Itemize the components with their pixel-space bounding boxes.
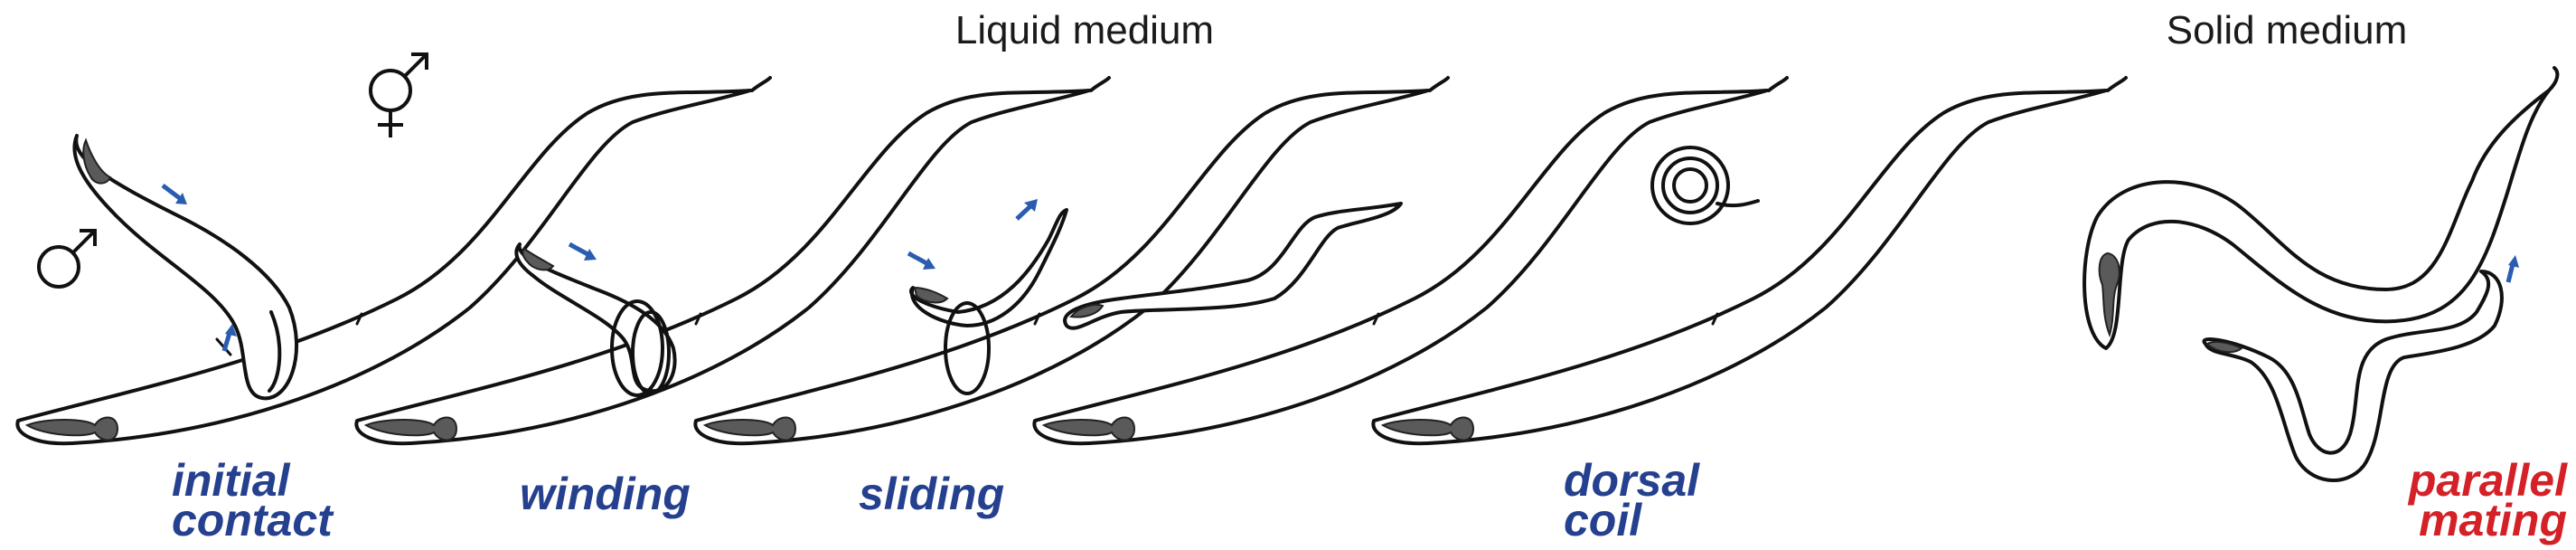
panel-winding: winding: [354, 76, 1111, 519]
male-pharynx: [1069, 303, 1105, 318]
panel-dorsal-coil: dorsal coil: [1371, 76, 2128, 545]
hermaphrodite-worm: [2082, 89, 2551, 350]
label-dorsal: dorsal: [1564, 455, 1700, 506]
arrow-icon: [161, 184, 187, 204]
panel-sliding: sliding: [693, 76, 1450, 519]
male-worm: [2202, 270, 2504, 482]
label-mating: mating: [2419, 495, 2567, 545]
label-sliding: sliding: [859, 469, 1004, 519]
male-worm: [72, 134, 298, 401]
arrow-icon: [568, 242, 597, 261]
label-winding: winding: [520, 469, 691, 519]
header-solid-medium: Solid medium: [2167, 8, 2408, 52]
arrow-icon: [1015, 199, 1038, 221]
panel-initial-contact: initial contact: [15, 52, 773, 545]
panel-parallel-mating: parallel mating: [2082, 66, 2568, 545]
male-pharynx: [913, 286, 949, 304]
herm-pharynx: [2098, 251, 2120, 338]
label-contact: contact: [172, 495, 334, 545]
arrow-icon: [907, 251, 935, 270]
male-symbol-icon: [37, 229, 97, 289]
arrow-icon: [2505, 255, 2519, 283]
male-coil: [1650, 146, 1760, 225]
male-pharynx: [2205, 340, 2243, 354]
male-worm: [1063, 202, 1403, 330]
label-initial: initial: [172, 455, 291, 506]
male-pharynx: [522, 247, 555, 271]
male-pharynx: [82, 138, 112, 185]
hermaphrodite-symbol-icon: [369, 52, 428, 138]
panel-vulva-search: [1032, 76, 1789, 446]
label-coil: coil: [1564, 495, 1642, 545]
label-parallel: parallel: [2407, 455, 2568, 506]
male-worm: [909, 208, 1068, 327]
header-liquid-medium: Liquid medium: [955, 8, 1214, 52]
arrow-icon: [221, 324, 237, 352]
